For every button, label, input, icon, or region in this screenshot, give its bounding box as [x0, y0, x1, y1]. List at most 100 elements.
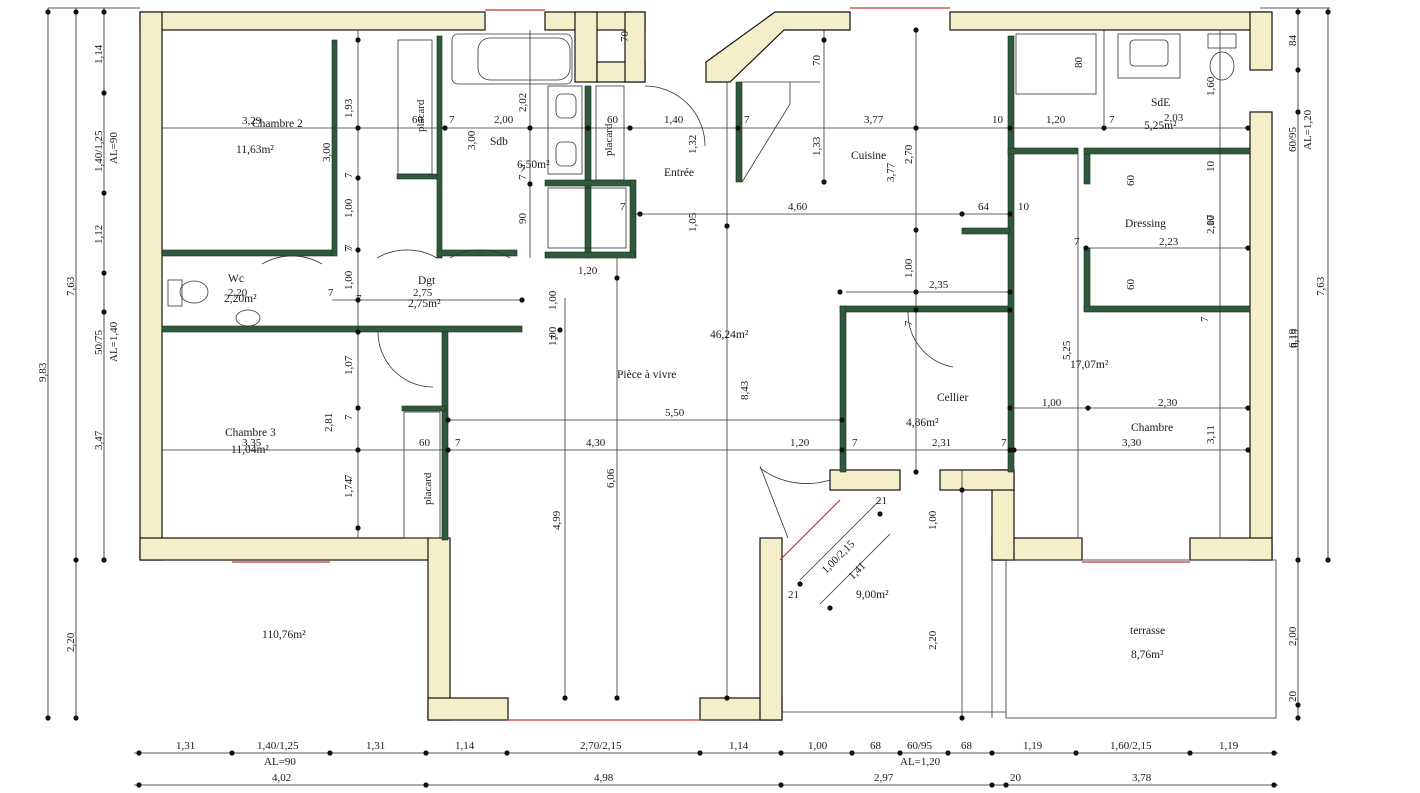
room-name-dressing: Dressing	[1125, 218, 1166, 230]
dim-interior: 7	[903, 320, 915, 327]
dim-interior: 7	[356, 293, 362, 305]
interior-walls	[161, 35, 1251, 541]
dim-bottom-total: 20	[1010, 772, 1021, 784]
dim-interior: 3,77	[864, 114, 884, 126]
dim-interior: 60	[1125, 279, 1137, 290]
dim-interior: 21	[788, 589, 799, 601]
dim-bottom-total: 4,98	[594, 772, 614, 784]
room-area-porch: 9,00m²	[856, 589, 889, 601]
doors-and-fixtures	[167, 33, 1277, 719]
dim-interior: 1,32	[687, 134, 699, 154]
room-name-chambre-2: Chambre 2	[252, 118, 303, 130]
dim-left-inner: 1,12	[93, 224, 105, 244]
dim-interior: 1,05	[687, 212, 699, 232]
dim-interior: 3,00	[466, 130, 478, 150]
total-area: 110,76m²	[262, 629, 306, 641]
dim-right-inner: AL=1,20	[1302, 109, 1314, 150]
dim-interior: 2,31	[932, 437, 952, 449]
dim-bottom: 68	[961, 740, 972, 752]
dim-interior: 10	[1205, 161, 1217, 172]
dim-interior: 6,06	[605, 468, 617, 488]
dim-interior: 64	[978, 201, 989, 213]
dim-bottom: 68	[870, 740, 881, 752]
dim-bottom-total: 3,78	[1132, 772, 1152, 784]
dim-interior: 1,00	[903, 258, 915, 278]
room-area-sde: 5,25m²	[1144, 120, 1177, 132]
dim-left-outer: 9,83	[37, 362, 49, 382]
dim-left-inner: 3,47	[93, 430, 105, 450]
dim-left-mid: 2,20	[65, 632, 77, 652]
dim-interior: 2,81	[323, 412, 335, 432]
dim-interior: 3,35	[242, 437, 262, 449]
dim-interior: 7	[1199, 316, 1211, 323]
room-area-wc: 2,20m²	[224, 293, 257, 305]
room-area-dgt: 2,75m²	[408, 298, 441, 310]
dim-interior: 7	[328, 287, 334, 299]
dim-interior: 1,33	[811, 136, 823, 156]
measurement-dots	[355, 27, 1251, 721]
dim-interior: 80	[1073, 57, 1085, 68]
dim-bottom: 1,00	[808, 740, 828, 752]
room-name-chambre: Chambre	[1131, 422, 1174, 434]
dim-left-inner: 50/75	[93, 329, 105, 355]
dim-interior: 2,20	[228, 287, 248, 299]
windows	[232, 7, 1190, 721]
dim-interior: 70	[619, 31, 631, 42]
room-name-terrasse: terrasse	[1130, 625, 1166, 637]
dim-bottom-total: 4,02	[272, 772, 292, 784]
dim-interior: 1,00	[343, 270, 355, 290]
room-area-piece-a-vivre: 46,24m²	[710, 329, 749, 341]
dim-interior: 1,00	[547, 290, 559, 310]
dim-interior: 1,60	[1205, 76, 1217, 96]
room-name-wc: Wc	[228, 273, 244, 285]
dim-interior: 2,00	[494, 114, 514, 126]
dim-interior: 3,30	[1122, 437, 1142, 449]
dim-interior: 7	[620, 201, 626, 213]
dim-bottom-sub: AL=90	[264, 756, 296, 768]
dim-interior: 10	[1205, 215, 1217, 226]
dim-interior: 2,03	[1164, 112, 1184, 124]
room-name-cuisine: Cuisine	[851, 150, 887, 162]
dim-interior: 3,77	[885, 162, 897, 182]
dim-interior: 90	[517, 213, 529, 224]
room-area-chambre: 17,07m²	[1070, 359, 1109, 371]
dim-bottom: 1,31	[366, 740, 386, 752]
dim-interior: 7	[744, 114, 750, 126]
dim-interior: 2,02	[517, 92, 529, 112]
dim-interior: 2,70	[903, 144, 915, 164]
dim-interior: 5,25	[1061, 340, 1073, 360]
dim-left-inner: AL=90	[108, 132, 120, 164]
room-name-piece-a-vivre: Pièce à vivre	[617, 369, 677, 381]
dim-interior: 7	[1109, 114, 1115, 126]
dim-right-outer: 7,63	[1315, 276, 1327, 296]
dim-bottom: 1,40/1,25	[257, 740, 299, 752]
room-name-cellier: Cellier	[937, 392, 969, 404]
dim-interior: 7	[1001, 437, 1007, 449]
dim-interior: 1,74	[343, 478, 355, 498]
dim-bottom-total: 2,97	[874, 772, 894, 784]
dim-interior: 4,60	[788, 201, 808, 213]
placard-label: placard	[603, 123, 615, 156]
dim-interior: 3,29	[242, 115, 262, 127]
dim-bottom: 1,19	[1023, 740, 1043, 752]
dim-interior: 1,07	[343, 355, 355, 375]
dim-right-mid: 2,00	[1287, 626, 1299, 646]
dim-interior: 5,50	[665, 407, 685, 419]
room-name-chambre-3: Chambre 3	[225, 427, 276, 439]
dim-interior: 6,19	[1289, 328, 1301, 348]
dim-bottom: 60/95	[907, 740, 933, 752]
dim-interior: 3,00	[321, 142, 333, 162]
room-area-terrasse: 8,76m²	[1131, 649, 1164, 661]
dim-right-inner: 60/95	[1287, 126, 1299, 152]
dim-interior: 7	[520, 163, 526, 175]
dim-bottom: 2,70/2,15	[580, 740, 622, 752]
dim-bottom: 1,19	[1219, 740, 1239, 752]
dim-right-mid: 20	[1287, 691, 1299, 702]
dim-interior: 1,00	[927, 510, 939, 530]
dim-interior: 60	[1125, 175, 1137, 186]
dim-interior: 2,75	[413, 287, 433, 299]
dim-bottom: 1,14	[455, 740, 475, 752]
dim-left-inner: 1,40/1,25	[93, 130, 105, 172]
dim-interior: 3,11	[1205, 425, 1217, 444]
dim-interior: 2,35	[929, 279, 949, 291]
